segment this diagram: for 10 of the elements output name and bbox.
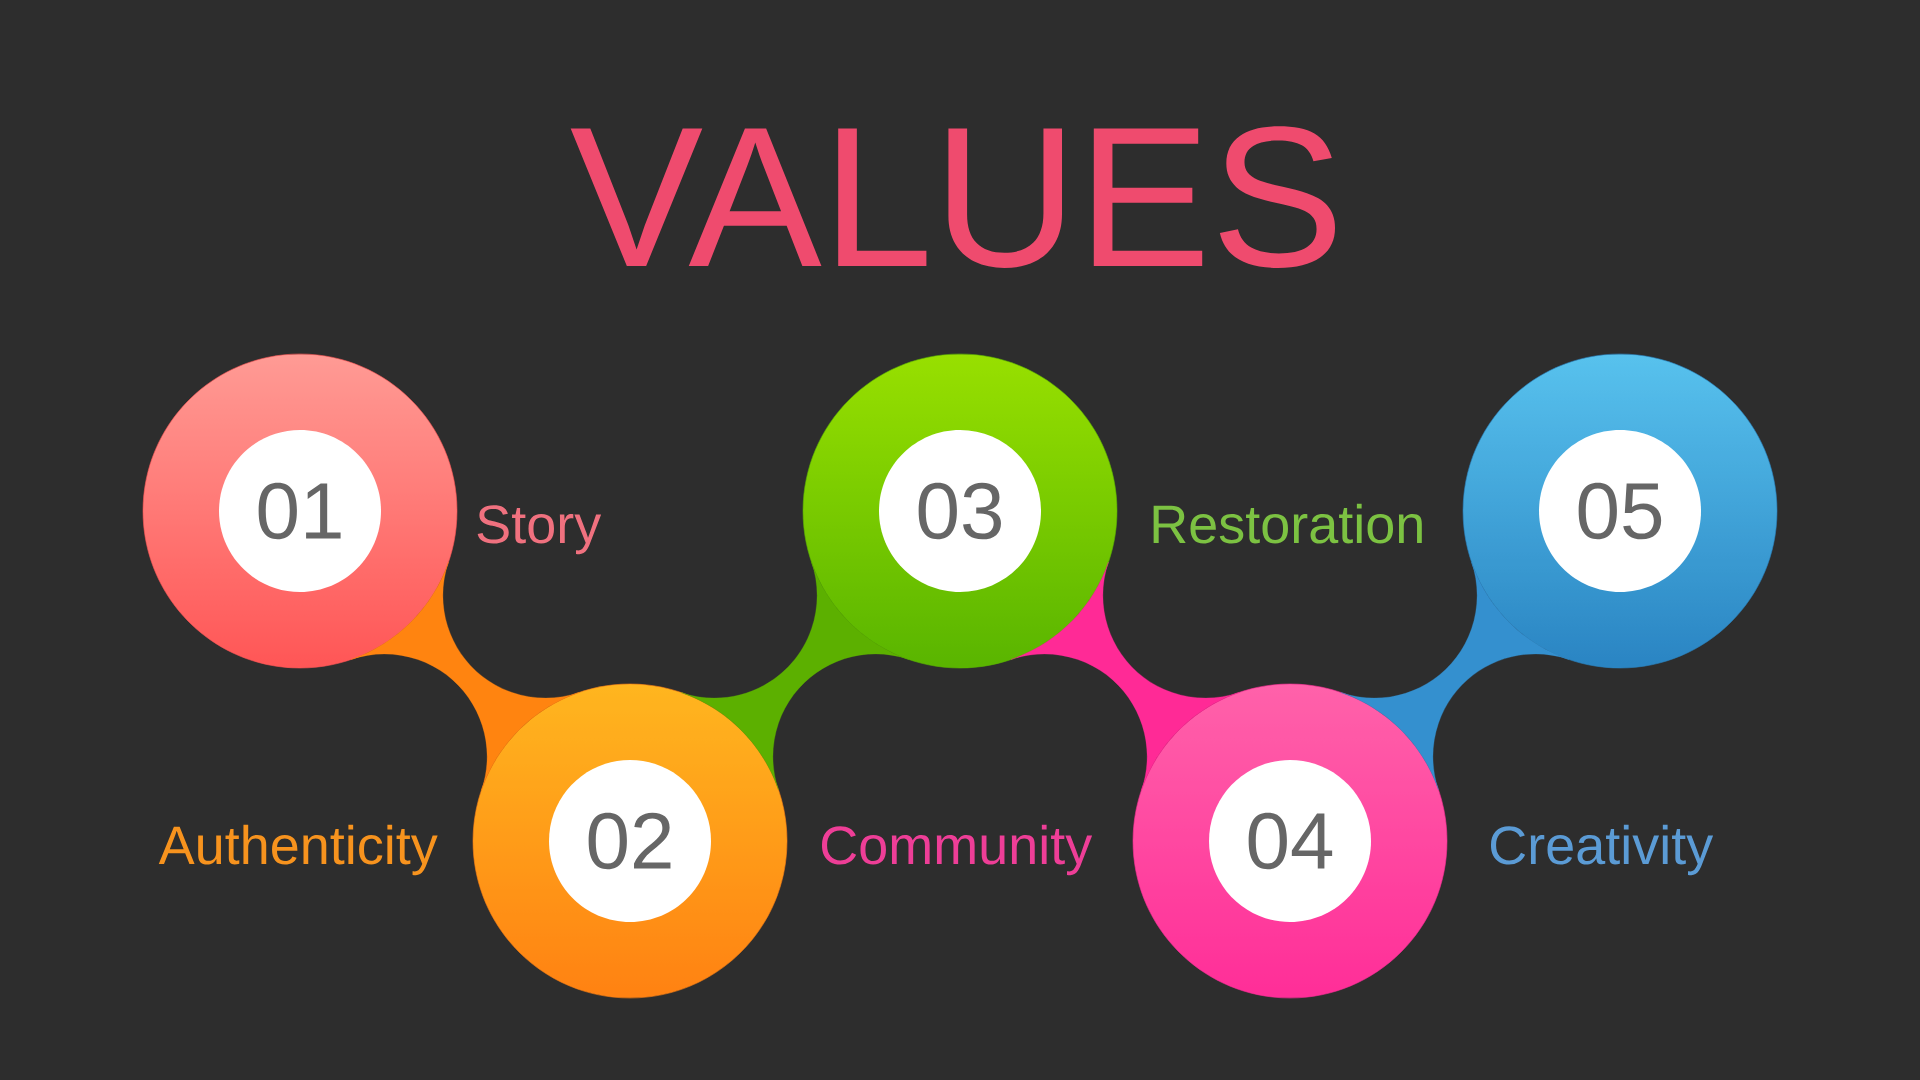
connector (1010, 561, 1240, 791)
connector (1340, 561, 1570, 791)
value-label: Restoration (1153, 503, 1422, 544)
value-label: Authenticity (158, 824, 438, 876)
value-label: Story (477, 505, 602, 555)
value-label: Community (821, 824, 1093, 876)
title: VALUES (570, 126, 1335, 268)
connector (350, 561, 580, 791)
value-label: Creativity (1490, 824, 1714, 876)
connector (680, 561, 910, 791)
